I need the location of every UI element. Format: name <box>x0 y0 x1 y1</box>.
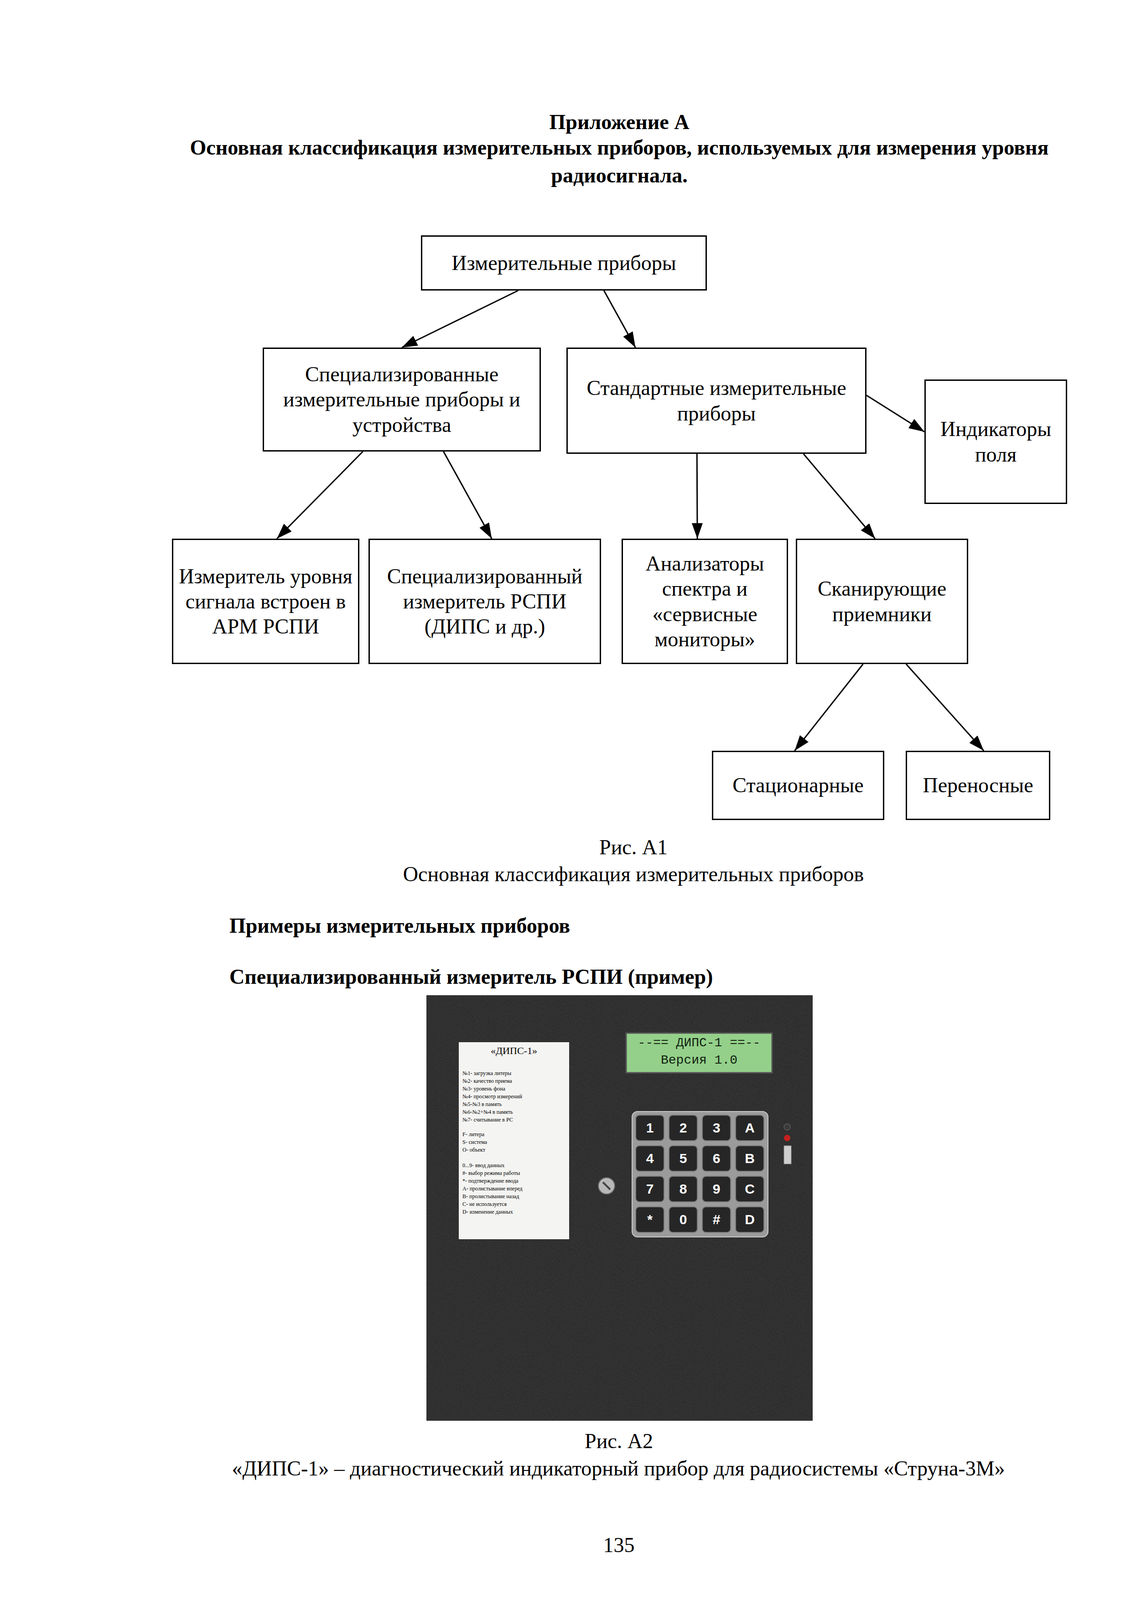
section-heading: Специализированный измеритель РСПИ (прим… <box>229 964 914 990</box>
card-text: №5-№3 в память <box>462 1100 568 1108</box>
card-text: C- не используется <box>462 1200 568 1208</box>
keypad-keys <box>635 1115 764 1233</box>
box-text: Специализированный измеритель РСПИ (ДИПС… <box>375 563 595 640</box>
classification-box: Специализированные измерительные приборы… <box>262 347 541 452</box>
box-text: Стационарные <box>732 772 864 798</box>
key-label: 7 <box>635 1176 665 1202</box>
arrow-connector <box>866 395 925 432</box>
section-heading: Примеры измерительных приборов <box>229 913 914 939</box>
classification-box: Специализированный измеритель РСПИ (ДИПС… <box>368 538 602 665</box>
classification-box: Измерительные приборы <box>420 235 707 291</box>
status-led <box>783 1123 791 1131</box>
card-text: 0...9- ввод данных <box>462 1162 568 1169</box>
housing-texture <box>426 995 813 1421</box>
key-label: 4 <box>635 1145 665 1172</box>
card-text: №4- просмотр измерений <box>462 1093 568 1100</box>
toggle-switch <box>783 1145 792 1164</box>
card-text: №7- считывание в PC <box>462 1116 568 1123</box>
lcd-text: Версия 1.0 <box>626 1052 773 1069</box>
key-label: B <box>735 1145 764 1172</box>
box-text: Измерительные приборы <box>451 250 676 276</box>
appendix-label: Приложение А <box>482 109 757 135</box>
key-label: 0 <box>669 1206 698 1233</box>
card-text: №6-№2+№4 в память <box>462 1108 568 1116</box>
key-label: 8 <box>669 1176 698 1202</box>
card-text: *- подтверждение ввода <box>462 1177 568 1184</box>
card-text: B- пролистывание назад <box>462 1193 568 1200</box>
card-text: S- система <box>462 1138 568 1146</box>
figure-number: Рис. А1 <box>542 834 725 860</box>
arrow-connector <box>603 290 636 348</box>
power-led <box>783 1134 791 1142</box>
card-text: №3- уровень фона <box>462 1085 568 1092</box>
lock-slot <box>602 1182 611 1190</box>
keypad-base <box>632 1111 768 1237</box>
box-text: Индикаторы поля <box>931 416 1061 467</box>
key-label: A <box>735 1115 764 1141</box>
key-label: C <box>735 1176 764 1202</box>
card-title: «ДИПС-1» <box>458 1045 570 1057</box>
classification-box: Анализаторы спектра и «сервисные монитор… <box>621 538 789 665</box>
key-label: * <box>635 1206 665 1233</box>
card-text: O- объект <box>462 1146 568 1153</box>
instruction-card <box>458 1042 570 1240</box>
card-text: D- изменение данных <box>462 1208 568 1215</box>
classification-box: Стандартные измерительные приборы <box>566 347 867 454</box>
box-text: Переносные <box>922 772 1033 798</box>
key-label: 9 <box>702 1176 731 1202</box>
card-text: №1- загрузка литеры <box>462 1069 568 1077</box>
card-text: №2- качество приема <box>462 1077 568 1085</box>
figure-caption: «ДИПС-1» – диагностический индикаторный … <box>139 1455 1098 1481</box>
box-text: Измеритель уровня сигнала встроен в АРМ … <box>178 563 353 640</box>
card-text: A- пролистывание вперед <box>462 1185 568 1192</box>
arrow-connector <box>794 664 863 751</box>
key-lock <box>598 1177 615 1194</box>
arrow-connector <box>696 453 699 539</box>
figure-number: Рис. А2 <box>527 1428 711 1454</box>
key-label: 3 <box>702 1115 731 1141</box>
classification-box: Сканирующие приемники <box>795 538 969 665</box>
arrow-connector <box>276 451 363 539</box>
arrow-connector <box>906 664 984 751</box>
box-text: Специализированные измерительные приборы… <box>269 361 535 438</box>
lcd-text: --== ДИПС-1 ==-- <box>626 1035 773 1051</box>
device-housing <box>426 995 813 1421</box>
box-text: Сканирующие приемники <box>802 575 962 627</box>
arrow-connector <box>803 453 876 539</box>
device-photo <box>426 995 813 1421</box>
figure-caption: Основная классификация измерительных при… <box>314 861 953 888</box>
card-text: F- литера <box>462 1131 568 1138</box>
arrow-connector <box>401 290 519 348</box>
key-label: 5 <box>669 1145 698 1172</box>
classification-box: Переносные <box>905 750 1051 820</box>
page-heading: Основная классификация измерительных при… <box>163 134 1076 190</box>
card-text: #- выбор режима работы <box>462 1169 568 1177</box>
key-label: D <box>735 1206 764 1233</box>
box-text: Стандартные измерительные приборы <box>573 375 860 426</box>
box-text: Анализаторы спектра и «сервисные монитор… <box>628 550 782 652</box>
key-label: # <box>702 1206 731 1233</box>
classification-box: Стационарные <box>711 750 885 820</box>
key-label: 2 <box>669 1115 698 1141</box>
classification-box: Измеритель уровня сигнала встроен в АРМ … <box>171 538 360 665</box>
key-label: 6 <box>702 1145 731 1172</box>
key-label: 1 <box>635 1115 665 1141</box>
page-number: 135 <box>573 1532 665 1558</box>
classification-box: Индикаторы поля <box>924 379 1068 504</box>
lcd-display <box>626 1032 773 1073</box>
arrow-connector <box>443 451 493 539</box>
